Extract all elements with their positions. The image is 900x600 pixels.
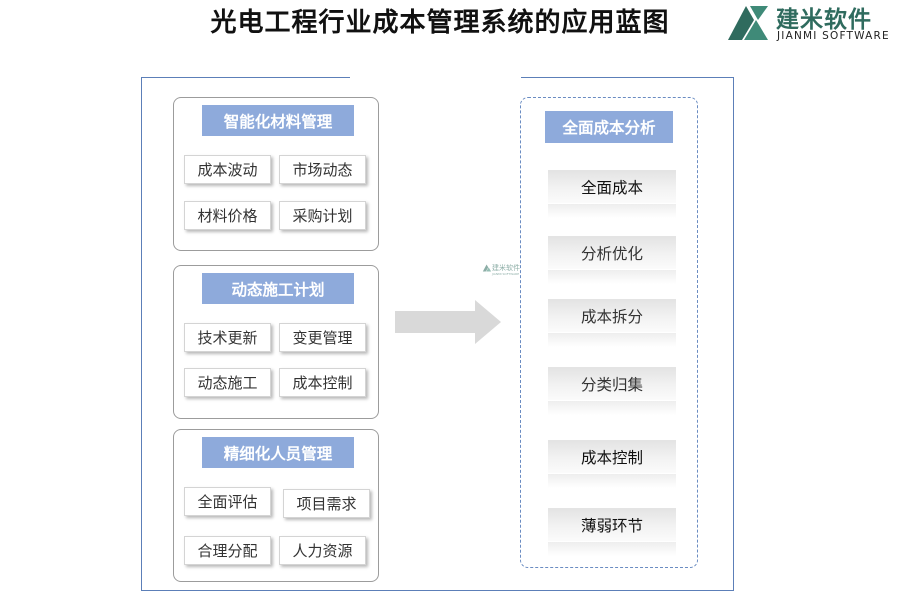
page-title: 光电工程行业成本管理系统的应用蓝图 [210,8,670,38]
item-reflection [548,204,676,218]
chip-item: 变更管理 [279,323,366,352]
right-item: 分析优化 [548,236,676,269]
logo-subtitle: JIANMI SOFTWARE [777,30,890,42]
chip-item: 人力资源 [279,536,366,565]
chip-item: 成本控制 [279,368,366,397]
right-item: 全面成本 [548,170,676,203]
flow-arrow-icon [395,300,501,344]
item-reflection [548,542,676,556]
right-panel-title: 全面成本分析 [545,111,673,143]
watermark-subtitle: JIANMI SOFTWARE [492,272,520,276]
watermark-leaf-icon [482,264,492,272]
chip-item: 动态施工 [184,368,271,397]
group-material-management: 智能化材料管理 成本波动 市场动态 材料价格 采购计划 [173,97,379,251]
frame-gap [350,75,521,79]
group-title: 智能化材料管理 [202,105,354,136]
chip-item: 材料价格 [184,201,271,230]
chip-item: 合理分配 [184,536,271,565]
group-title: 动态施工计划 [202,273,354,304]
item-reflection [548,474,676,488]
watermark-name: 建米软件 [492,264,520,272]
right-item: 薄弱环节 [548,508,676,541]
brand-logo: 建米软件 JIANMI SOFTWARE [724,0,900,48]
chip-item: 采购计划 [279,201,366,230]
right-panel [520,97,698,568]
group-title: 精细化人员管理 [202,437,354,468]
right-item: 成本控制 [548,440,676,473]
item-reflection [548,401,676,415]
chip-item: 项目需求 [283,489,370,518]
group-personnel-management: 精细化人员管理 全面评估 项目需求 合理分配 人力资源 [173,429,379,582]
item-reflection [548,270,676,284]
logo-leaf-icon [728,6,768,40]
logo-name: 建米软件 [776,7,872,33]
chip-item: 技术更新 [184,323,271,352]
chip-item: 全面评估 [184,487,271,516]
chip-item: 市场动态 [279,155,366,184]
chip-item: 成本波动 [184,155,271,184]
group-construction-plan: 动态施工计划 技术更新 变更管理 动态施工 成本控制 [173,265,379,419]
right-item: 成本拆分 [548,299,676,332]
right-item: 分类归集 [548,367,676,400]
item-reflection [548,333,676,347]
